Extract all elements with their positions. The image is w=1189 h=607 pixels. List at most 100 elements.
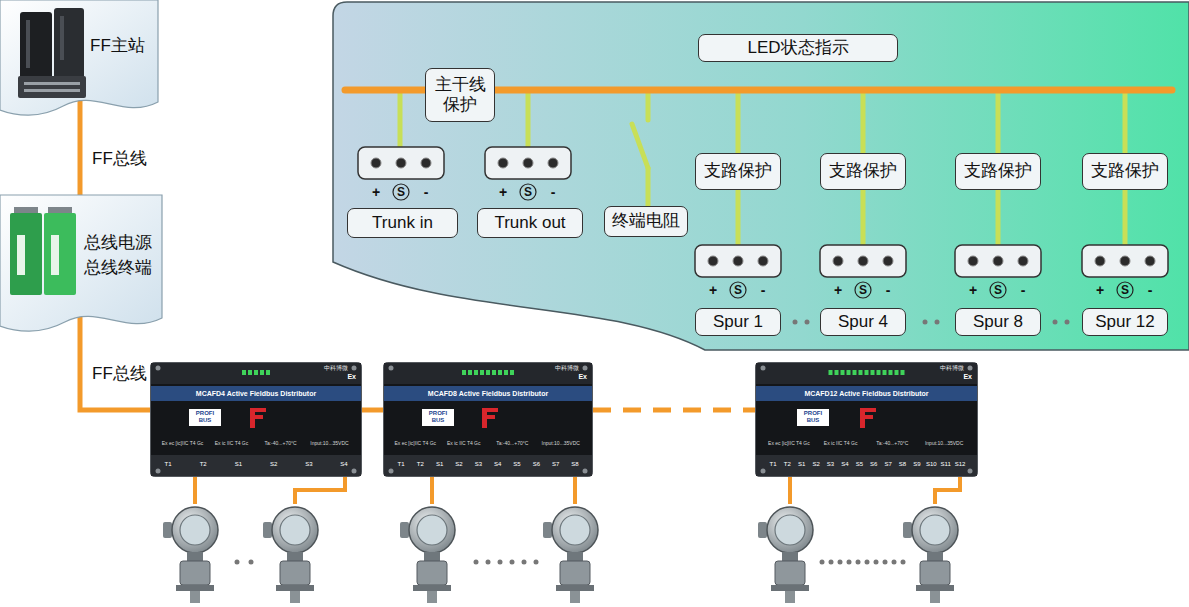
distributor-body: [968, 469, 973, 474]
distributor-body: [474, 370, 478, 375]
terminal-name: S9: [907, 460, 927, 468]
text-slot: Ex ec [ic]IIC T4 Gc: [763, 440, 815, 447]
terminal-block: [820, 245, 906, 277]
terminal-block: [548, 158, 558, 168]
text-slot: S3: [299, 460, 319, 468]
model-name: MCAFD12 Active Fieldbus Distributor: [755, 389, 978, 399]
bus-label: FF总线: [92, 148, 147, 170]
brand-name: 中科博微: [302, 365, 348, 372]
terminal-block: [1120, 256, 1130, 266]
text-slot: S2: [806, 460, 826, 468]
text-slot: Ex: [954, 373, 972, 381]
distributor-body: [847, 370, 851, 375]
distributor-body: [266, 370, 270, 375]
text-slot: T2: [193, 460, 213, 468]
panel-outline: [44, 213, 76, 295]
distributor-body: [151, 363, 361, 384]
ellipsis-dots: [235, 560, 240, 565]
distributor-body: [151, 363, 362, 477]
terminal-block: [523, 158, 533, 168]
text-slot: MCAFD8 Active Fieldbus Distributor: [383, 389, 593, 399]
terminal-plus: +: [1090, 281, 1110, 299]
distributor-body: [895, 370, 899, 375]
bus-logo: PROFI BUS: [802, 410, 824, 424]
distributor-body: [829, 370, 833, 375]
text-slot: T2: [410, 460, 430, 468]
text-slot: S3: [821, 460, 841, 468]
distributor-body: [756, 386, 977, 401]
ellipsis-dots: [805, 320, 810, 325]
terminal-name: S8: [892, 460, 912, 468]
distributor-body: [901, 370, 905, 375]
panel-outline: [51, 235, 59, 275]
distributor-body: [583, 366, 588, 371]
spur-cable: [295, 477, 345, 504]
text-slot: T1: [391, 460, 411, 468]
terminal-name: S10: [921, 460, 941, 468]
box-label: Spur 12: [1095, 312, 1155, 332]
text-slot: S10: [921, 460, 941, 468]
spec-text: Ta:-40...+70°C: [256, 440, 305, 447]
text-slot: MCAFD12 Active Fieldbus Distributor: [755, 389, 978, 399]
distributor-body: [156, 469, 161, 474]
distributor-body: [859, 370, 863, 375]
distributor-body: [756, 363, 978, 477]
text-slot: S: [988, 281, 1008, 299]
panel-label: 总线电源 总线终端: [84, 231, 156, 280]
bus-cable: [593, 408, 755, 413]
ellipsis-dots: [923, 320, 928, 325]
spur-cable: [430, 477, 434, 504]
terminal-name: T1: [391, 460, 411, 468]
ellipsis-dots: [486, 560, 491, 565]
text-slot: S11: [936, 460, 956, 468]
branch-line: [632, 124, 648, 168]
ellipsis-dots: [510, 560, 515, 565]
distributor-body: [871, 370, 875, 375]
text-slot: MCAFD4 Active Fieldbus Distributor: [150, 389, 362, 399]
ellipsis-dots: [883, 560, 888, 565]
panel-outline: [26, 20, 30, 68]
terminal-name: T2: [193, 460, 213, 468]
ellipsis-dots: [474, 560, 479, 565]
bus-logo: PROFI BUS: [427, 410, 449, 424]
branch-line: [398, 93, 403, 147]
text-slot: S7: [546, 460, 566, 468]
terminal-block: [421, 158, 431, 168]
ellipsis-dots: [847, 560, 852, 565]
branch-line: [526, 93, 531, 147]
terminal-plus: +: [703, 281, 723, 299]
terminal-name: T2: [777, 460, 797, 468]
spec-text: Ex ec [ic]IIC T4 Gc: [158, 440, 207, 447]
process-box: 支路保护: [695, 153, 781, 190]
pressure-transmitter: [400, 507, 455, 603]
terminal-minus: -: [753, 281, 773, 299]
ellipsis-dots: [829, 560, 834, 565]
model-name: MCAFD8 Active Fieldbus Distributor: [383, 389, 593, 399]
terminal-name: S3: [468, 460, 488, 468]
text-slot: S7: [878, 460, 898, 468]
text-slot: S8: [892, 460, 912, 468]
terminal-name: S5: [507, 460, 527, 468]
text-slot: S5: [507, 460, 527, 468]
spec-text: Input:10...35VDC: [537, 440, 586, 447]
process-box: 支路保护: [820, 153, 906, 190]
terminal-name: S2: [806, 460, 826, 468]
text-slot: Input:10...35VDC: [537, 440, 586, 447]
terminal-minus: -: [878, 281, 898, 299]
distributor-body: [156, 366, 161, 371]
terminal-block: [708, 256, 718, 266]
text-slot: -: [1140, 281, 1160, 299]
text-slot: S: [518, 183, 538, 201]
terminal-name: S3: [821, 460, 841, 468]
text-slot: PROFI BUS: [427, 410, 449, 424]
distributor-body: [150, 362, 362, 477]
distributor-body: [583, 469, 588, 474]
terminal-name: S12: [950, 460, 970, 468]
distributor-body: [853, 370, 857, 375]
spec-text: Ex ic IIC T4 Gc: [815, 440, 867, 447]
terminal-name: S2: [264, 460, 284, 468]
text-slot: -: [1013, 281, 1033, 299]
pressure-transmitter: [263, 507, 318, 603]
